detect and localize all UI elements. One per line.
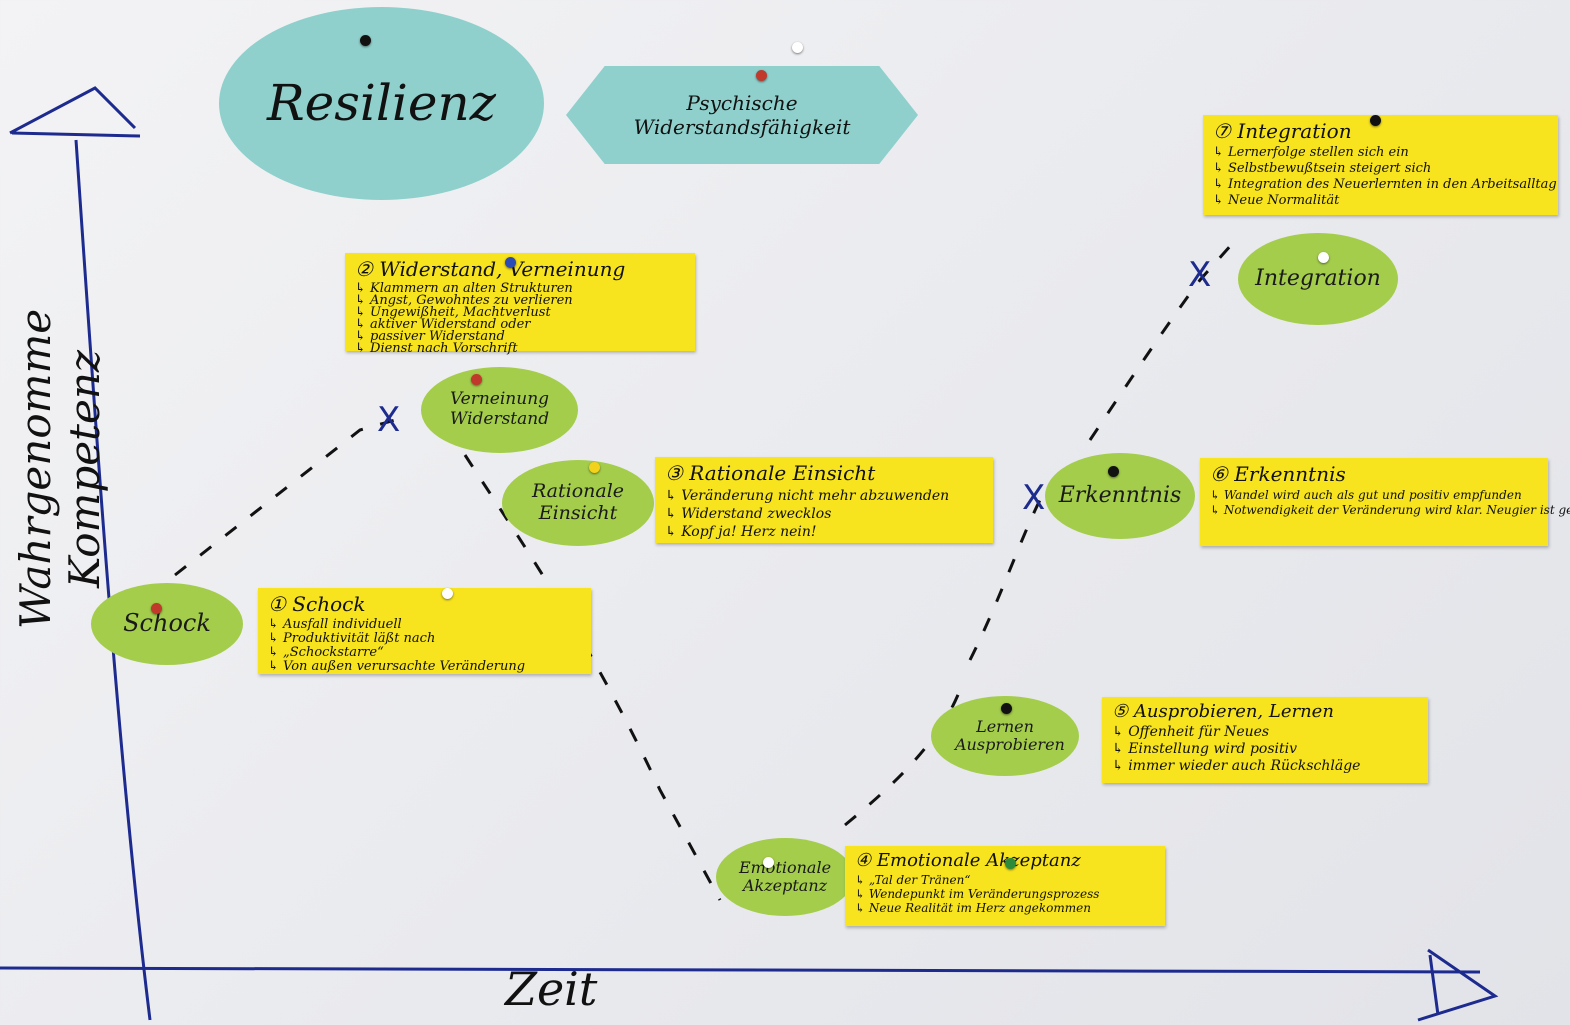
title-pin	[360, 35, 371, 46]
note-rationale-point: Widerstand zwecklos	[665, 505, 983, 523]
circle-schock-label: Schock	[123, 609, 211, 638]
top-pin	[792, 42, 803, 53]
pin-lernen	[1001, 703, 1012, 714]
note-schock: ① Schock Ausfall individuell Produktivit…	[258, 588, 591, 674]
circle-rationale: Rationale Einsicht	[502, 460, 654, 546]
circle-schock: Schock	[91, 583, 243, 665]
pin-note-emotionale	[1005, 858, 1016, 869]
note-lernen-point: immer wieder auch Rückschläge	[1112, 758, 1418, 775]
circle-erkenntnis-label: Erkenntnis	[1058, 483, 1182, 509]
circle-widerstand: Verneinung Widerstand	[421, 367, 578, 453]
note-schock-title: ① Schock	[268, 592, 366, 616]
note-emotionale-point: Neue Realität im Herz angekommen	[855, 901, 1155, 915]
note-integration-list: Lernerfolge stellen sich ein Selbstbewuß…	[1213, 145, 1557, 209]
note-widerstand-point: Klammern an alten Strukturen	[355, 282, 685, 295]
note-integration-point: Selbstbewußtsein steigert sich	[1213, 161, 1548, 177]
note-emotionale: ④ Emotionale Akzeptanz „Tal der Tränen“ …	[845, 846, 1165, 926]
subtitle-pin	[756, 70, 767, 81]
circle-integration-label: Integration	[1255, 266, 1381, 292]
pin-note-schock	[442, 588, 453, 599]
circle-emotionale: Emotionale Akzeptanz	[716, 838, 854, 916]
title-circle: Resilienz	[219, 7, 544, 200]
subtitle-hexagon: Psychische Widerstandsfähigkeit	[566, 66, 918, 164]
note-widerstand-point: Angst, Gewohntes zu verlieren	[355, 294, 685, 307]
note-rationale-list: Veränderung nicht mehr abzuwenden Widers…	[665, 487, 983, 541]
note-emotionale-title: ④ Emotionale Akzeptanz	[855, 850, 1081, 871]
title-text: Resilienz	[266, 73, 496, 132]
note-schock-list: Ausfall individuell Produktivität läßt n…	[268, 618, 581, 674]
pin-schock	[151, 603, 162, 614]
note-lernen-point: Einstellung wird positiv	[1112, 741, 1418, 758]
note-integration-title: ⑦ Integration	[1213, 119, 1352, 143]
note-lernen-title: ⑤ Ausprobieren, Lernen	[1112, 701, 1334, 722]
note-widerstand: ② Widerstand, Verneinung Klammern an alt…	[345, 253, 695, 355]
note-integration-point: Neue Normalität	[1213, 193, 1548, 209]
note-emotionale-point: „Tal der Tränen“	[855, 873, 1155, 887]
cross-mark-1: X	[377, 400, 401, 440]
note-widerstand-point: Ungewißheit, Machtverlust	[355, 306, 685, 319]
cross-mark-2: X	[1022, 478, 1046, 518]
note-rationale-title: ③ Rationale Einsicht	[665, 461, 876, 485]
note-widerstand-title: ② Widerstand, Verneinung	[355, 257, 626, 281]
y-axis-arrowhead	[9, 86, 141, 138]
circle-emotionale-label: Emotionale Akzeptanz	[738, 857, 832, 895]
pin-note-integration	[1370, 115, 1381, 126]
pin-emotionale	[763, 857, 774, 868]
note-schock-point: „Schockstarre“	[268, 646, 581, 660]
note-rationale: ③ Rationale Einsicht Veränderung nicht m…	[655, 457, 993, 543]
circle-integration: Integration	[1238, 233, 1398, 325]
note-integration-point: Lernerfolge stellen sich ein	[1213, 145, 1548, 161]
pin-integration	[1318, 252, 1329, 263]
subtitle-text: Psychische Widerstandsfähigkeit	[633, 91, 851, 139]
change-curve	[174, 234, 1242, 901]
note-integration-point: Integration des Neuerlernten in den Arbe…	[1213, 177, 1557, 193]
x-axis-arrowhead	[1417, 948, 1499, 1022]
note-erkenntnis-point: Notwendigkeit der Veränderung wird klar.…	[1210, 503, 1570, 518]
pin-rationale	[589, 462, 600, 473]
note-lernen-point: Offenheit für Neues	[1112, 724, 1418, 741]
note-lernen-list: Offenheit für Neues Einstellung wird pos…	[1112, 724, 1418, 775]
note-erkenntnis: ⑥ Erkenntnis Wandel wird auch als gut un…	[1200, 458, 1570, 546]
note-erkenntnis-list: Wandel wird auch als gut und positiv emp…	[1210, 488, 1570, 518]
note-erkenntnis-point: Wandel wird auch als gut und positiv emp…	[1210, 488, 1538, 503]
circle-rationale-label: Rationale Einsicht	[531, 480, 625, 524]
note-integration: ⑦ Integration Lernerfolge stellen sich e…	[1203, 115, 1558, 215]
pin-erkenntnis	[1108, 466, 1119, 477]
pin-note-widerstand	[505, 257, 516, 268]
note-rationale-point: Kopf ja! Herz nein!	[665, 523, 983, 541]
circle-widerstand-label: Verneinung Widerstand	[449, 389, 550, 429]
pin-widerstand	[471, 374, 482, 385]
note-widerstand-point: Dienst nach Vorschrift	[355, 342, 685, 355]
x-axis-label: Zeit	[505, 962, 598, 1016]
note-schock-point: Von außen verursachte Veränderung	[268, 660, 581, 674]
note-widerstand-point: passiver Widerstand	[355, 330, 685, 343]
y-axis-line	[74, 139, 152, 1021]
note-lernen: ⑤ Ausprobieren, Lernen Offenheit für Neu…	[1102, 697, 1428, 783]
note-widerstand-point: aktiver Widerstand oder	[355, 318, 685, 331]
x-axis-line	[0, 966, 1481, 974]
note-widerstand-list: Klammern an alten Strukturen Angst, Gewo…	[355, 282, 685, 355]
note-erkenntnis-title: ⑥ Erkenntnis	[1210, 462, 1346, 486]
note-rationale-point: Veränderung nicht mehr abzuwenden	[665, 487, 983, 505]
cross-mark-3: X	[1188, 255, 1212, 295]
note-emotionale-list: „Tal der Tränen“ Wendepunkt im Veränderu…	[855, 873, 1155, 915]
note-schock-point: Ausfall individuell	[268, 618, 581, 632]
note-schock-point: Produktivität läßt nach	[268, 632, 581, 646]
note-emotionale-point: Wendepunkt im Veränderungsprozess	[855, 887, 1155, 901]
circle-lernen-label: Lernen Ausprobieren	[955, 716, 1065, 754]
circle-erkenntnis: Erkenntnis	[1045, 453, 1195, 539]
